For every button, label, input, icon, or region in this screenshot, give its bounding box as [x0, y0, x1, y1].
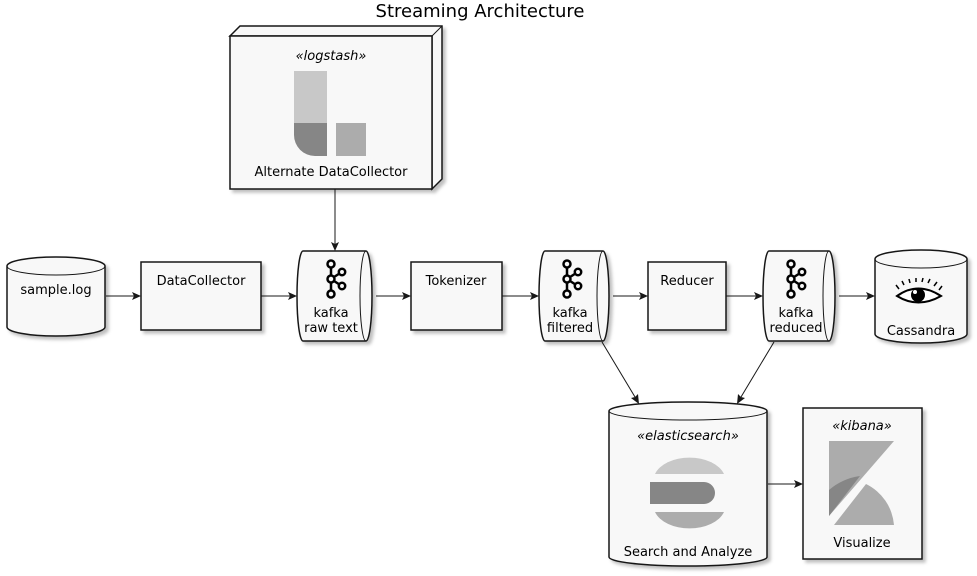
- edge-tokenizer-kafka-filtered: [502, 292, 539, 300]
- elasticsearch-stereotype: «elasticsearch»: [637, 429, 739, 444]
- edges: [106, 189, 875, 488]
- edge-kafka-reduced-cassandra: [839, 292, 875, 300]
- kibana-icon: [829, 441, 894, 525]
- edge-elasticsearch-kibana: [768, 480, 803, 488]
- kafka-icon: [562, 259, 583, 299]
- node-kibana: [802, 407, 923, 560]
- edge-kafka-filtered-reducer: [613, 292, 648, 300]
- kafka-reduced-line2: reduced: [770, 321, 823, 336]
- node-sample-log: [6, 256, 106, 337]
- reducer-label: Reducer: [660, 274, 714, 289]
- kafka-filtered-line1: kafka: [552, 306, 587, 321]
- edge-datacollector-kafka-raw: [261, 292, 297, 300]
- kafka-raw-line1: kafka: [313, 306, 348, 321]
- alternate-datacollector-label: Alternate DataCollector: [255, 165, 409, 180]
- node-kafka-reduced: [762, 250, 836, 342]
- kafka-raw-line2: raw text: [304, 321, 358, 336]
- node-tokenizer: [410, 261, 503, 331]
- edge-kafka-filtered-elasticsearch: [601, 341, 639, 404]
- node-datacollector: [140, 261, 262, 331]
- edge-reducer-kafka-reduced: [726, 292, 763, 300]
- elasticsearch-icon: [650, 457, 724, 529]
- kibana-stereotype: «kibana»: [832, 419, 892, 434]
- node-reducer: [647, 261, 727, 331]
- elasticsearch-label: Search and Analyze: [624, 545, 753, 560]
- sample-log-label: sample.log: [20, 283, 91, 298]
- logstash-icon: [294, 71, 366, 156]
- tokenizer-label: Tokenizer: [425, 274, 487, 289]
- node-kafka-filtered: [538, 250, 610, 342]
- kafka-icon: [786, 259, 807, 299]
- kafka-filtered-line2: filtered: [547, 321, 593, 336]
- logstash-stereotype: «logstash»: [296, 49, 367, 64]
- kafka-icon: [326, 259, 347, 299]
- edge-samplelog-datacollector: [106, 292, 141, 300]
- datacollector-label: DataCollector: [157, 274, 246, 289]
- edge-kafka-raw-tokenizer: [376, 292, 411, 300]
- diagram-title: Streaming Architecture: [376, 1, 585, 22]
- edge-kafka-reduced-elasticsearch: [737, 341, 775, 404]
- node-alternate-datacollector: [228, 25, 443, 191]
- edge-alternate-kafka-raw: [331, 189, 339, 251]
- kibana-label: Visualize: [833, 536, 890, 551]
- cassandra-label: Cassandra: [887, 324, 955, 339]
- kafka-reduced-line1: kafka: [778, 306, 813, 321]
- cassandra-eye-icon: [895, 277, 943, 304]
